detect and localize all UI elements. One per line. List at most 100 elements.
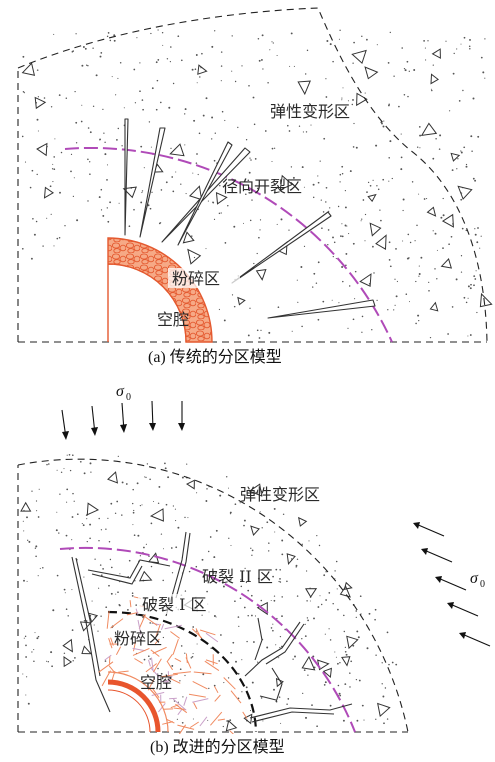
rock-fragment: [279, 174, 294, 191]
rock-dot: [131, 595, 134, 597]
rock-dot: [128, 559, 131, 562]
rock-dot: [151, 191, 153, 193]
rock-dot: [132, 511, 135, 514]
rock-dot: [432, 157, 435, 160]
rock-dot: [374, 608, 377, 611]
rock-dot: [199, 76, 201, 78]
rock-dot: [66, 488, 69, 491]
rock-dot: [341, 165, 344, 168]
rock-dot: [215, 529, 218, 532]
rock-dot: [56, 511, 58, 513]
rock-dot: [229, 511, 232, 514]
rock-dot: [328, 592, 331, 594]
rock-dot: [68, 453, 71, 456]
rock-dot: [415, 322, 417, 325]
stress-arrow: [447, 602, 479, 617]
rock-dot: [21, 135, 24, 138]
rock-dot: [361, 315, 364, 318]
rock-dot: [244, 567, 246, 570]
rock-dot: [418, 273, 421, 275]
rock-dot: [128, 225, 131, 228]
rock-dot: [180, 645, 183, 647]
elastic-zone-label-b: 弹性变形区: [240, 485, 320, 504]
rock-dot: [353, 41, 355, 44]
rock-dot: [435, 138, 437, 140]
rock-dot: [332, 60, 334, 63]
rock-dot: [213, 556, 216, 559]
rock-dot: [281, 539, 284, 542]
rock-dot: [448, 110, 451, 112]
rock-dot: [50, 651, 53, 654]
rock-dot: [329, 207, 331, 209]
rock-dot: [125, 637, 127, 639]
rock-dot: [355, 678, 358, 681]
rock-dot: [428, 281, 430, 283]
rock-dot: [418, 319, 420, 322]
rock-dot: [234, 503, 237, 506]
rock-dot: [438, 148, 441, 150]
rock-dot: [281, 596, 283, 598]
rock-dot: [290, 166, 293, 168]
rock-dot: [63, 652, 66, 655]
rock-fragment: [248, 483, 263, 497]
debris-line: [110, 618, 124, 629]
rock-dot: [256, 252, 258, 255]
rock-dot: [442, 247, 444, 249]
rock-dot: [206, 488, 208, 490]
rock-dot: [212, 202, 215, 204]
rock-dot: [245, 139, 248, 141]
debris-line: [217, 718, 225, 721]
rock-dot: [248, 85, 250, 87]
radial-crack-zone-boundary-a: [64, 146, 393, 343]
rock-dot: [319, 160, 321, 162]
rock-dot: [231, 35, 233, 37]
rock-dot: [403, 67, 406, 70]
rock-dot: [201, 558, 204, 561]
rock-dot: [267, 550, 270, 552]
rock-dot: [149, 207, 152, 210]
rock-dot: [391, 177, 393, 180]
rock-dot: [22, 55, 25, 58]
radial-crack: [267, 299, 376, 319]
stress-arrow: [459, 632, 491, 647]
debris-line: [151, 657, 154, 671]
rock-dot: [347, 327, 349, 329]
rock-dot: [100, 615, 102, 617]
crack: [271, 667, 283, 703]
rock-fragment: [301, 655, 316, 671]
rock-dot: [279, 578, 281, 580]
rock-fragment: [429, 301, 439, 312]
rock-dot: [55, 529, 58, 532]
cavity-boundary-a: [107, 263, 187, 343]
rock-dot: [140, 201, 143, 204]
rock-dot: [325, 599, 327, 601]
rock-dot: [234, 80, 237, 83]
rock-dot: [272, 629, 274, 632]
rock-dot: [137, 534, 140, 537]
rock-dot: [295, 564, 298, 567]
rock-dot: [58, 532, 60, 534]
rock-dot: [342, 87, 344, 89]
rock-dot: [58, 236, 61, 239]
rock-dot: [27, 702, 30, 705]
rock-fragment: [81, 645, 93, 655]
rock-dot: [76, 513, 79, 516]
rock-dot: [175, 171, 177, 173]
rock-dot: [99, 564, 102, 566]
debris-line: [129, 600, 132, 608]
rock-dot: [194, 68, 197, 70]
rock-dot: [169, 46, 172, 48]
crack: [254, 617, 263, 661]
rock-dot: [117, 77, 119, 79]
rock-dot: [345, 252, 348, 255]
rock-dot: [47, 661, 49, 663]
rock-dot: [175, 546, 178, 549]
rock-dot: [456, 168, 458, 170]
rock-dot: [191, 655, 194, 658]
rock-dot: [339, 181, 341, 183]
debris-line: [230, 690, 242, 704]
rock-dot: [402, 198, 405, 201]
rock-dot: [82, 46, 85, 48]
rock-dot: [157, 59, 160, 61]
rock-dot: [312, 183, 315, 186]
